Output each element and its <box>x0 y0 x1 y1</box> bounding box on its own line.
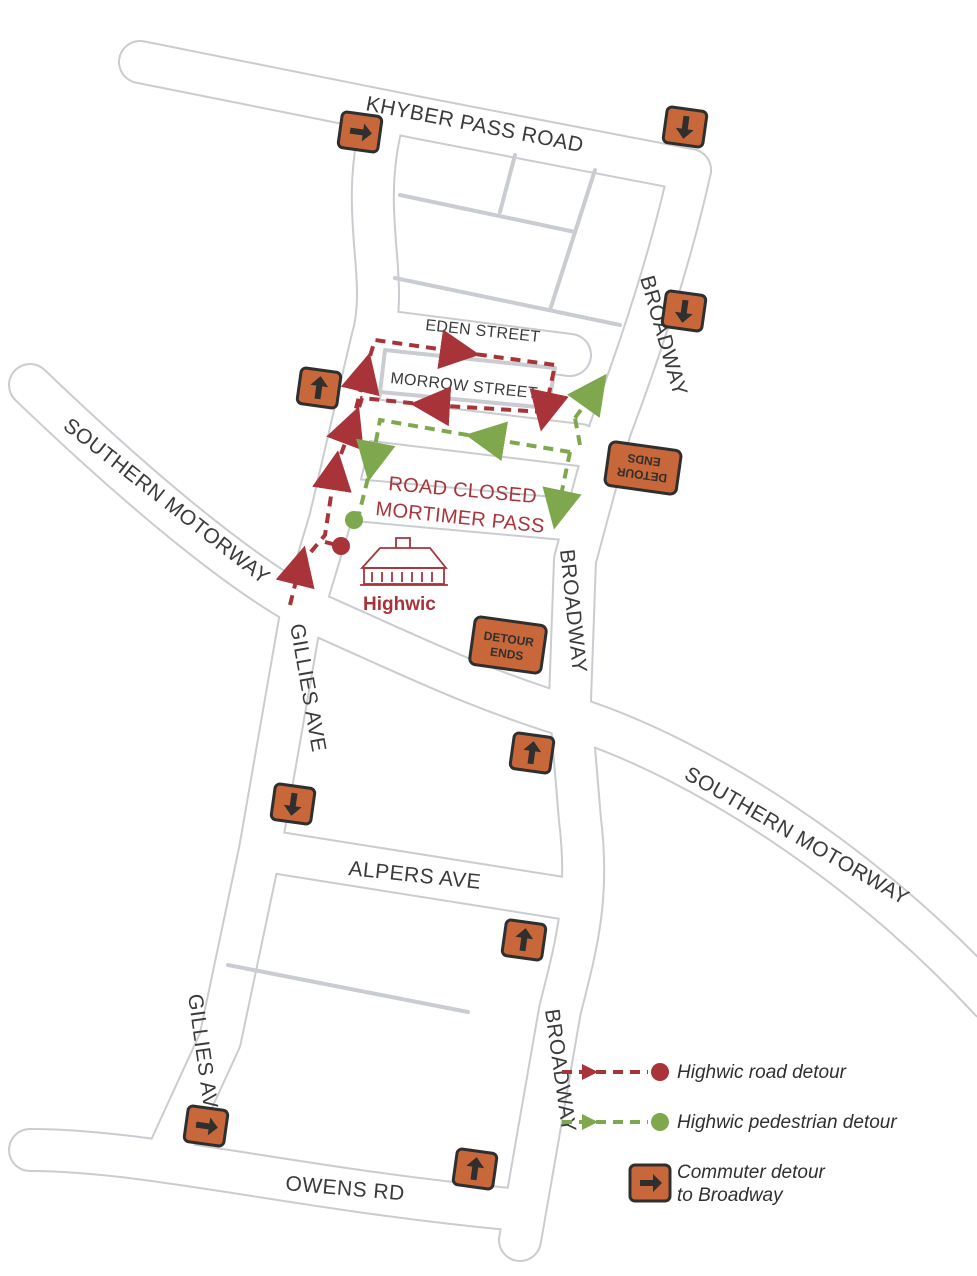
commuter-sign-arrow-right-icon <box>336 109 384 155</box>
green-arrow-icon <box>582 1114 598 1130</box>
svg-text:DETOUR: DETOUR <box>616 464 668 485</box>
commuter-sign-arrow-up-icon <box>508 730 556 776</box>
red-arrow-icon <box>582 1064 598 1080</box>
svg-text:ENDS: ENDS <box>627 451 662 470</box>
highwic-label: Highwic <box>363 594 436 615</box>
commuter-sign-arrow-down-icon <box>269 781 317 827</box>
commuter-sign-arrow-down-icon <box>661 104 709 150</box>
commuter-sign-arrow-down-icon <box>660 288 708 334</box>
street-label-southern-motorway-east: SOUTHERN MOTORWAY <box>681 762 913 909</box>
road-network <box>8 40 977 1262</box>
legend-road-detour: Highwic road detour <box>562 1062 847 1083</box>
commuter-sign-arrow-up-icon <box>500 917 548 963</box>
detour-ends-sign: DETOUR ENDS <box>468 615 548 675</box>
road-detour-end-dot-icon <box>332 537 350 555</box>
pedestrian-detour-route <box>356 373 607 530</box>
legend-pedestrian-detour-label: Highwic pedestrian detour <box>677 1112 897 1133</box>
street-label-southern-motorway-west: SOUTHERN MOTORWAY <box>59 414 274 589</box>
detour-ends-sign-upside-down: DETOUR ENDS <box>603 440 683 496</box>
legend-pedestrian-detour: Highwic pedestrian detour <box>562 1112 897 1133</box>
commuter-sign-arrow-up-icon <box>451 1146 499 1192</box>
pedestrian-detour-end-dot-icon <box>345 511 363 529</box>
highwic-house-icon <box>359 537 448 586</box>
legend-commuter-detour: Commuter detour to Broadway <box>628 1162 826 1206</box>
legend-arrow-right-sign-icon <box>628 1163 672 1203</box>
legend-commuter-label-line2: to Broadway <box>677 1185 784 1206</box>
legend-road-detour-label: Highwic road detour <box>677 1062 847 1083</box>
legend: Highwic road detour Highwic pedestrian d… <box>562 1062 897 1206</box>
road-detour-route <box>275 329 569 606</box>
commuter-sign-arrow-up-icon <box>295 365 343 411</box>
svg-text:DETOUR: DETOUR <box>483 629 535 650</box>
legend-commuter-label-line1: Commuter detour <box>677 1162 826 1183</box>
svg-text:ENDS: ENDS <box>489 645 524 664</box>
red-dot-icon <box>651 1063 669 1081</box>
commuter-sign-arrow-right-icon <box>182 1103 230 1149</box>
green-dot-icon <box>651 1113 669 1131</box>
